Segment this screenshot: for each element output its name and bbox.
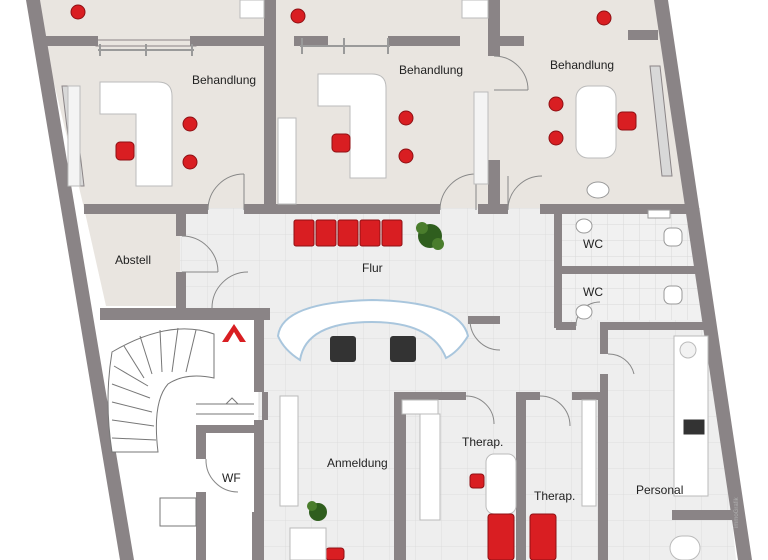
plants — [307, 222, 444, 521]
label-therap-1: Therap. — [462, 435, 503, 449]
railings — [98, 38, 390, 56]
reception-desk — [276, 298, 470, 362]
watermark: immoGrafik — [734, 496, 740, 528]
label-therap-2: Therap. — [534, 489, 575, 503]
label-wc-1: WC — [583, 237, 603, 251]
behandlung-3-furniture — [239, 0, 617, 159]
label-abstell: Abstell — [115, 253, 151, 267]
label-behandlung-2: Behandlung — [399, 63, 463, 77]
label-behandlung-3: Behandlung — [550, 58, 614, 72]
label-behandlung-1: Behandlung — [192, 73, 256, 87]
staircase — [107, 327, 254, 527]
behandlung-1-furniture — [67, 81, 173, 187]
walls — [26, 0, 752, 560]
office-chairs — [115, 111, 637, 560]
door-swings — [181, 55, 635, 493]
label-anmeldung: Anmeldung — [327, 456, 388, 470]
therapy-beds — [487, 513, 557, 560]
entrance-arrow-icon — [222, 324, 246, 342]
wc-fixtures — [575, 181, 683, 320]
label-wf: WF — [222, 471, 241, 485]
counters — [279, 335, 709, 560]
room-labels: Behandlung Behandlung Behandlung Abstell… — [115, 58, 683, 503]
label-personal: Personal — [636, 483, 683, 497]
behandlung-2-furniture — [277, 73, 489, 205]
label-wc-2: WC — [583, 285, 603, 299]
label-flur: Flur — [362, 261, 383, 275]
stools — [70, 4, 612, 170]
waiting-chairs — [293, 219, 403, 247]
